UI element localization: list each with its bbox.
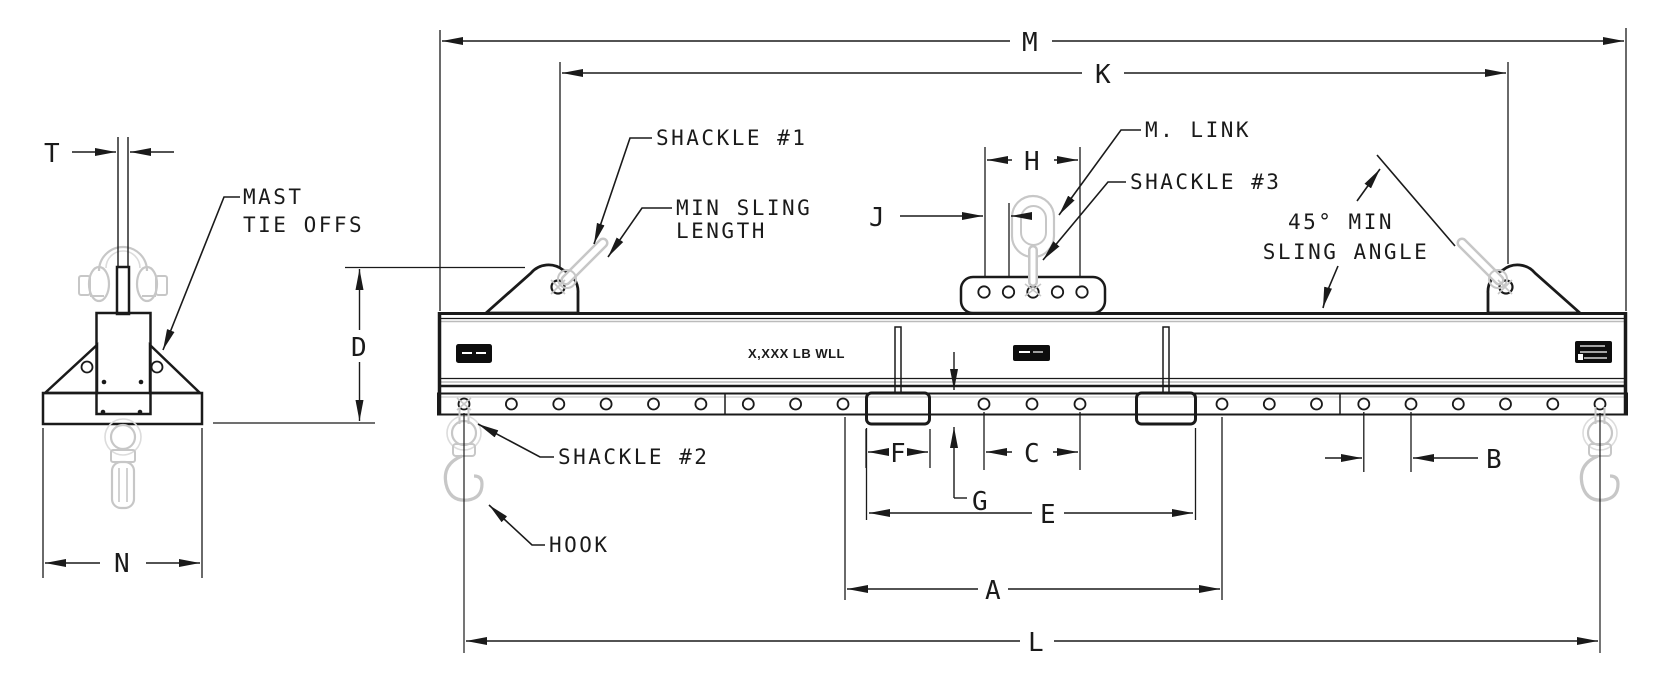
mast-bolt — [100, 409, 106, 415]
shackle1-label: SHACKLE #1 — [656, 126, 807, 150]
beam-wll-marking: X,XXX LB WLL — [748, 346, 845, 361]
stop-block-right — [1135, 391, 1197, 426]
dim-k-label: K — [1095, 60, 1112, 90]
dim-e-label: E — [1040, 500, 1057, 530]
dim-f-label: F — [890, 439, 907, 469]
dim-d-label: D — [351, 333, 368, 363]
min-sling-label-line2: LENGTH — [676, 219, 767, 243]
dim-d: D — [213, 266, 525, 424]
dim-c: C — [983, 412, 1081, 470]
min-sling-label-line1: MIN SLING — [676, 196, 812, 220]
callout-shackle3: SHACKLE #3 — [1042, 170, 1281, 261]
dim-g: G — [950, 352, 989, 517]
sling-angle-arrow — [1356, 168, 1381, 202]
mast-lug-tab — [115, 265, 131, 316]
mast-bolt — [138, 379, 144, 385]
center-lug-holes — [977, 285, 1089, 299]
mast-shackle-ghost-icon — [78, 245, 168, 303]
dim-b: B — [1325, 412, 1503, 475]
dim-b-label: B — [1486, 445, 1503, 475]
dim-a-label: A — [985, 576, 1002, 606]
dim-l: L — [463, 413, 1601, 658]
mast-tie-offs-label-line1: MAST — [243, 185, 304, 209]
callout-shackle1: SHACKLE #1 — [593, 126, 807, 245]
shackle2-label: SHACKLE #2 — [558, 445, 709, 469]
right-lug-shackle-ghost-icon — [1456, 237, 1513, 295]
dim-t: T — [44, 139, 174, 169]
callout-sling-angle: 45° MIN SLING ANGLE — [1263, 210, 1430, 309]
dim-f: F — [865, 429, 931, 469]
end-view-hook-ghost-icon — [104, 418, 142, 510]
callout-min-sling-length: MIN SLING LENGTH — [607, 196, 812, 258]
mast-tie-offs-label-line2: TIE OFFS — [243, 213, 364, 237]
dim-h: H — [984, 147, 1081, 276]
mast-column — [95, 311, 152, 416]
sling-line — [1376, 154, 1456, 247]
mast-gusset-right — [148, 342, 204, 395]
dim-m: M — [439, 28, 1627, 311]
capacity-placard-center — [1013, 345, 1050, 361]
keeper-pin-right — [1162, 326, 1170, 394]
callout-mast-tie-offs: MAST TIE OFFS — [162, 185, 364, 351]
dim-l-label: L — [1028, 628, 1045, 658]
shackle3-ghost-icon — [1024, 245, 1042, 297]
shackle1-ghost-icon — [550, 237, 609, 295]
mast-bolt — [137, 409, 143, 415]
beam-body — [437, 312, 1628, 416]
dim-j: J — [869, 203, 1032, 276]
callout-shackle2: SHACKLE #2 — [477, 423, 709, 469]
gusset-hole-right — [150, 360, 164, 374]
dim-t-label: T — [44, 139, 61, 169]
gusset-hole-left — [80, 360, 94, 374]
dim-m-label: M — [1022, 28, 1039, 58]
dim-k: K — [559, 60, 1509, 267]
side-view: X,XXX LB WLL — [437, 28, 1628, 658]
dim-n: N — [42, 428, 203, 579]
hook-label: HOOK — [549, 533, 610, 557]
dim-c-label: C — [1024, 439, 1041, 469]
dim-h-label: H — [1024, 147, 1041, 177]
flange-holes — [457, 397, 1607, 411]
sling-angle-label-line1: 45° MIN — [1288, 210, 1394, 234]
capacity-placard-left — [456, 344, 492, 363]
dim-a: A — [844, 417, 1223, 606]
stop-block-left — [865, 391, 931, 426]
dim-j-label: J — [869, 203, 886, 233]
shackle3-label: SHACKLE #3 — [1130, 170, 1281, 194]
callout-hook: HOOK — [488, 504, 610, 557]
dim-n-label: N — [114, 549, 131, 579]
callout-m-link: M. LINK — [1058, 118, 1251, 216]
keeper-pin-left — [894, 326, 902, 394]
dim-g-label: G — [972, 487, 989, 517]
mast-bolt — [101, 379, 107, 385]
end-view: T N D MAST TIE OFFS — [41, 137, 525, 579]
dim-e: E — [865, 428, 1197, 530]
lug-right — [1486, 263, 1584, 315]
sling-angle-label-line2: SLING ANGLE — [1263, 240, 1430, 264]
nameplate-right — [1575, 341, 1612, 363]
mast-gusset-left — [41, 342, 99, 395]
m-link-label: M. LINK — [1145, 118, 1251, 142]
